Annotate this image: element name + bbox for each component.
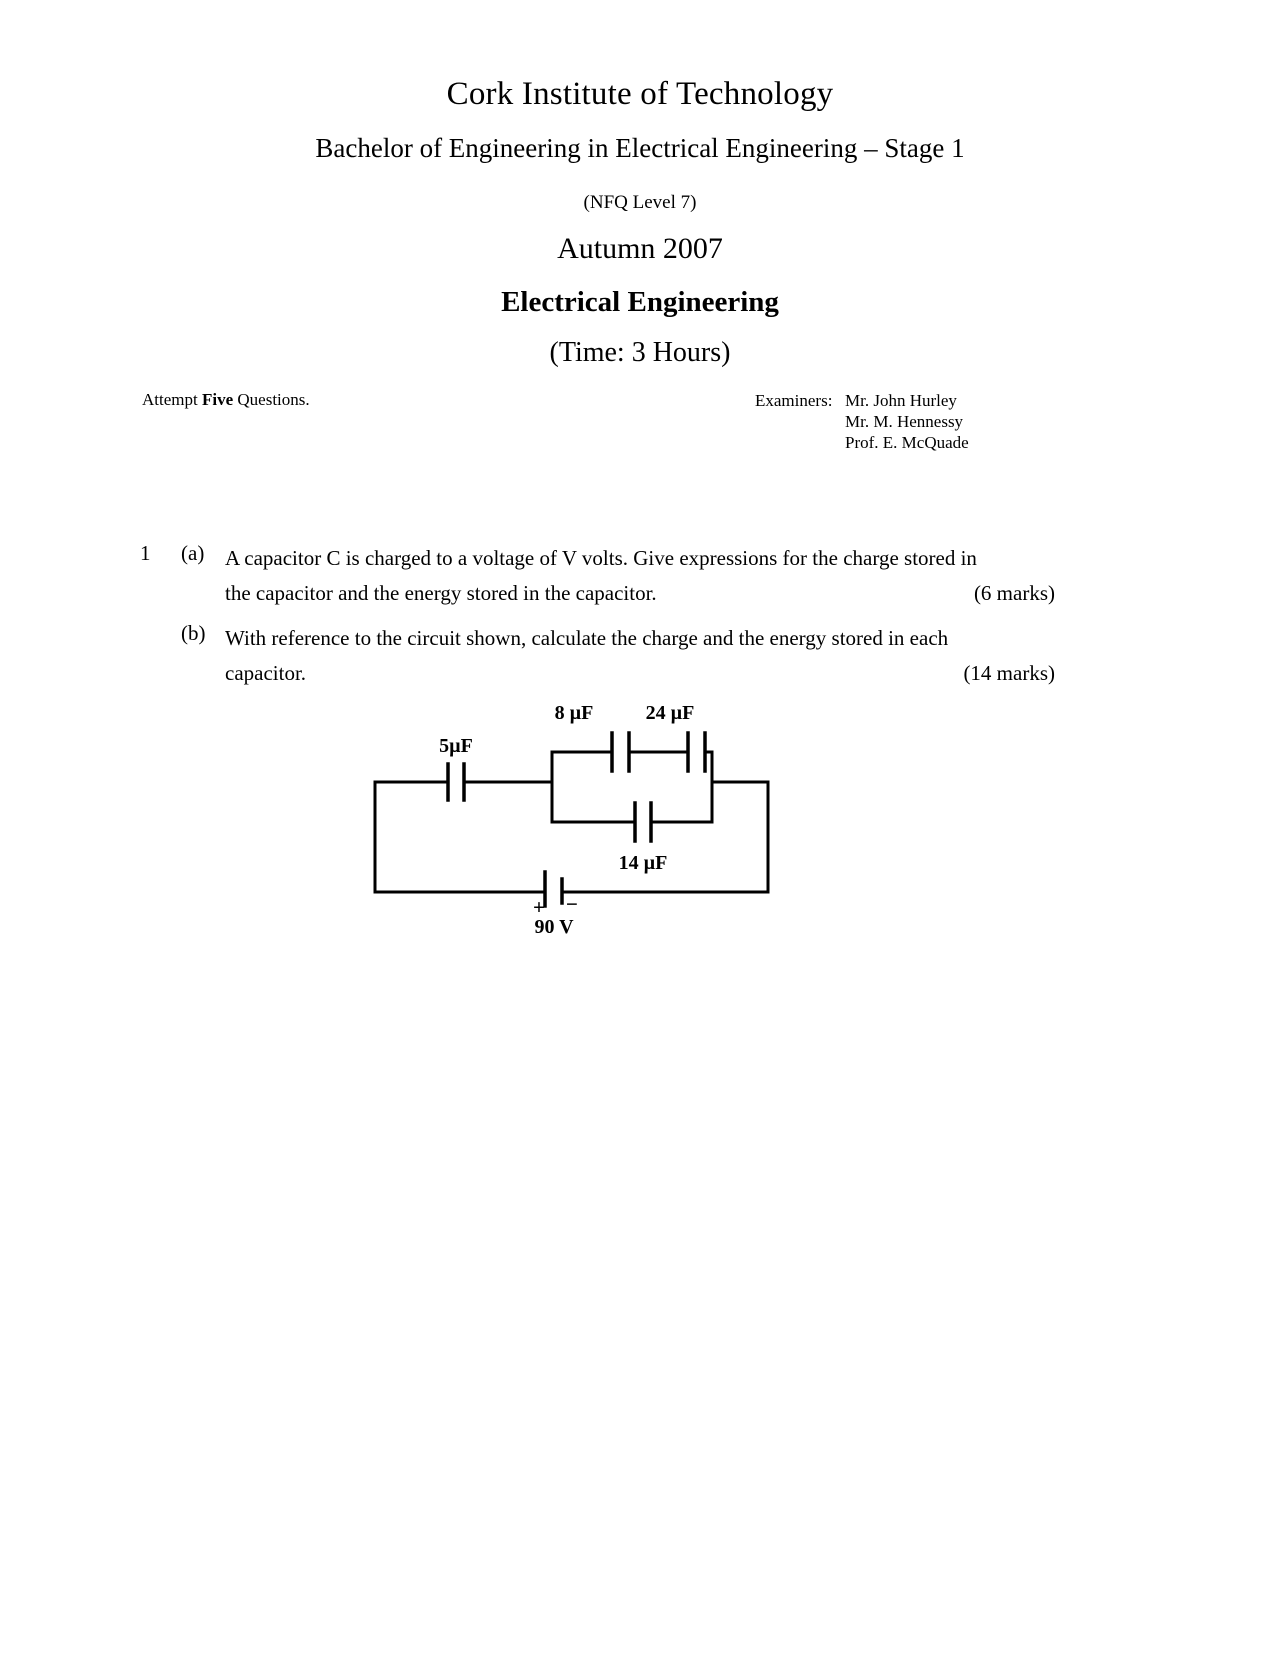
source-negative-terminal-label: − [566, 892, 578, 916]
part-b-line1: With reference to the circuit shown, cal… [225, 626, 949, 650]
source-positive-terminal-label: + [533, 895, 545, 919]
part-a-label: (a) [181, 541, 205, 565]
examiners-block: Examiners: Mr. John Hurley Mr. M. Hennes… [755, 390, 969, 453]
part-b-marks: (14 marks) [963, 661, 1055, 685]
attempt-instruction: Attempt Five Questions. [142, 390, 310, 410]
attempt-suffix: Questions. [233, 390, 310, 409]
subject-title: Electrical Engineering [501, 286, 779, 318]
attempt-count: Five [201, 390, 234, 409]
capacitor-24uf-label: 24 µF [646, 702, 695, 724]
capacitor-8uf-label: 8 µF [555, 702, 594, 724]
examiners-label: Examiners: [755, 391, 833, 410]
part-a-line1: A capacitor C is charged to a voltage of… [225, 546, 977, 570]
capacitor-5uf-label: 5µF [439, 735, 473, 757]
circuit-diagram: 5µF 8 µF 24 µF 14 µF + − 90 V [340, 690, 860, 950]
examiner-name: Prof. E. McQuade [845, 433, 969, 452]
part-a-marks: (6 marks) [973, 581, 1055, 605]
question-number: 1 [140, 541, 151, 565]
part-b-label: (b) [181, 621, 206, 645]
capacitor-14uf-label: 14 µF [619, 852, 668, 874]
examiners-names: Mr. John Hurley Mr. M. Hennessy Prof. E.… [845, 390, 969, 453]
attempt-prefix: Attempt [142, 390, 202, 409]
institution-title: Cork Institute of Technology [446, 76, 834, 112]
exam-session: Autumn 2007 [557, 232, 723, 265]
part-a-line2-row: (6 marks) the capacitor and the energy s… [225, 576, 1055, 611]
course-title: Bachelor of Engineering in Electrical En… [315, 133, 965, 163]
part-b-line2: capacitor. [225, 661, 307, 685]
part-a-line2: the capacitor and the energy stored in t… [225, 581, 657, 605]
exam-duration: (Time: 3 Hours) [549, 337, 731, 368]
examiner-name: Mr. M. Hennessy [845, 412, 964, 431]
nfq-level: (NFQ Level 7) [583, 192, 697, 213]
part-a-text: A capacitor C is charged to a voltage of… [225, 541, 1055, 611]
part-b-line2-row: (14 marks) capacitor. [225, 656, 1055, 691]
source-voltage-label: 90 V [534, 916, 574, 938]
examiner-name: Mr. John Hurley [845, 391, 957, 410]
part-b-text: With reference to the circuit shown, cal… [225, 621, 1055, 691]
